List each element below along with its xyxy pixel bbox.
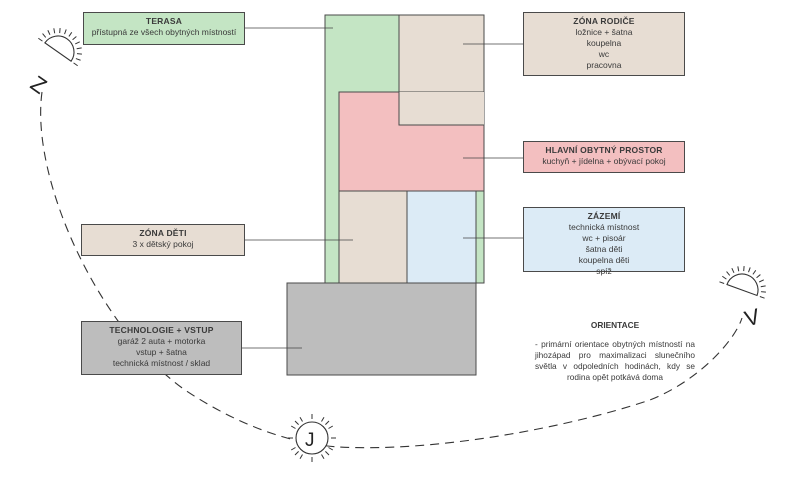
- zone-rodice-title: ZÓNA RODIČE: [573, 16, 635, 26]
- zone-zazemi-title: ZÁZEMÍ: [587, 211, 621, 221]
- zone-deti-title: ZÓNA DĚTI: [139, 228, 187, 238]
- orientace-text: - primární orientace obytných místností …: [535, 339, 695, 382]
- zone-zazemi-box: ZÁZEMÍ technická místnost wc + pisoár ša…: [523, 207, 685, 276]
- plan-rodice-overlap: [399, 92, 484, 125]
- sun-icon-west: [38, 28, 82, 67]
- orientace-title: ORIENTACE: [590, 320, 640, 330]
- zone-obytny-title: HLAVNÍ OBYTNÝ PROSTOR: [545, 145, 663, 155]
- zone-rodice-line: ložnice + šatna: [575, 27, 633, 37]
- zone-deti-box: ZÓNA DĚTI 3 x dětský pokoj: [81, 224, 245, 256]
- plan-rodice-edge: [398, 92, 484, 126]
- orientace-note: ORIENTACE - primární orientace obytných …: [535, 320, 695, 383]
- sun-icon-east: [719, 266, 766, 299]
- zone-zazemi-line: koupelna děti: [578, 255, 630, 265]
- zone-deti-line: 3 x dětský pokoj: [132, 239, 194, 249]
- zone-zazemi-line: wc + pisoár: [582, 233, 626, 243]
- zone-terasa-line: přístupná ze všech obytných místností: [91, 27, 237, 37]
- plan-technologie: [286, 282, 477, 376]
- zone-technologie-line: technická místnost / sklad: [112, 358, 211, 368]
- zone-technologie-title: TECHNOLOGIE + VSTUP: [109, 325, 214, 335]
- plan-deti: [338, 190, 408, 284]
- zone-rodice-line: wc: [598, 49, 610, 59]
- plan-zazemi: [406, 190, 477, 284]
- zone-obytny-line: kuchyň + jídelna + obývací pokoj: [542, 156, 666, 166]
- zone-zazemi-line: technická místnost: [568, 222, 640, 232]
- zone-rodice-box: ZÓNA RODIČE ložnice + šatna koupelna wc …: [523, 12, 685, 76]
- compass-south-label: J: [305, 430, 315, 451]
- compass-west-label: Z: [26, 71, 51, 99]
- sun-path-arc: [40, 91, 743, 449]
- zone-terasa-title: TERASA: [145, 16, 183, 26]
- zone-technologie-line: garáž 2 auta + motorka: [117, 336, 206, 346]
- zone-rodice-line: koupelna: [586, 38, 622, 48]
- zone-rodice-line: pracovna: [586, 60, 622, 70]
- zone-terasa-box: TERASA přístupná ze všech obytných místn…: [83, 12, 245, 45]
- compass-east-label: V: [742, 303, 763, 331]
- zone-zazemi-line: šatna děti: [585, 244, 623, 254]
- sun-icon-south: [288, 414, 336, 462]
- zone-zazemi-line: spíž: [596, 266, 612, 276]
- leader-lines: [242, 27, 523, 349]
- zone-technologie-box: TECHNOLOGIE + VSTUP garáž 2 auta + motor…: [81, 321, 242, 375]
- zone-technologie-line: vstup + šatna: [136, 347, 187, 357]
- zone-obytny-box: HLAVNÍ OBYTNÝ PROSTOR kuchyň + jídelna +…: [523, 141, 685, 173]
